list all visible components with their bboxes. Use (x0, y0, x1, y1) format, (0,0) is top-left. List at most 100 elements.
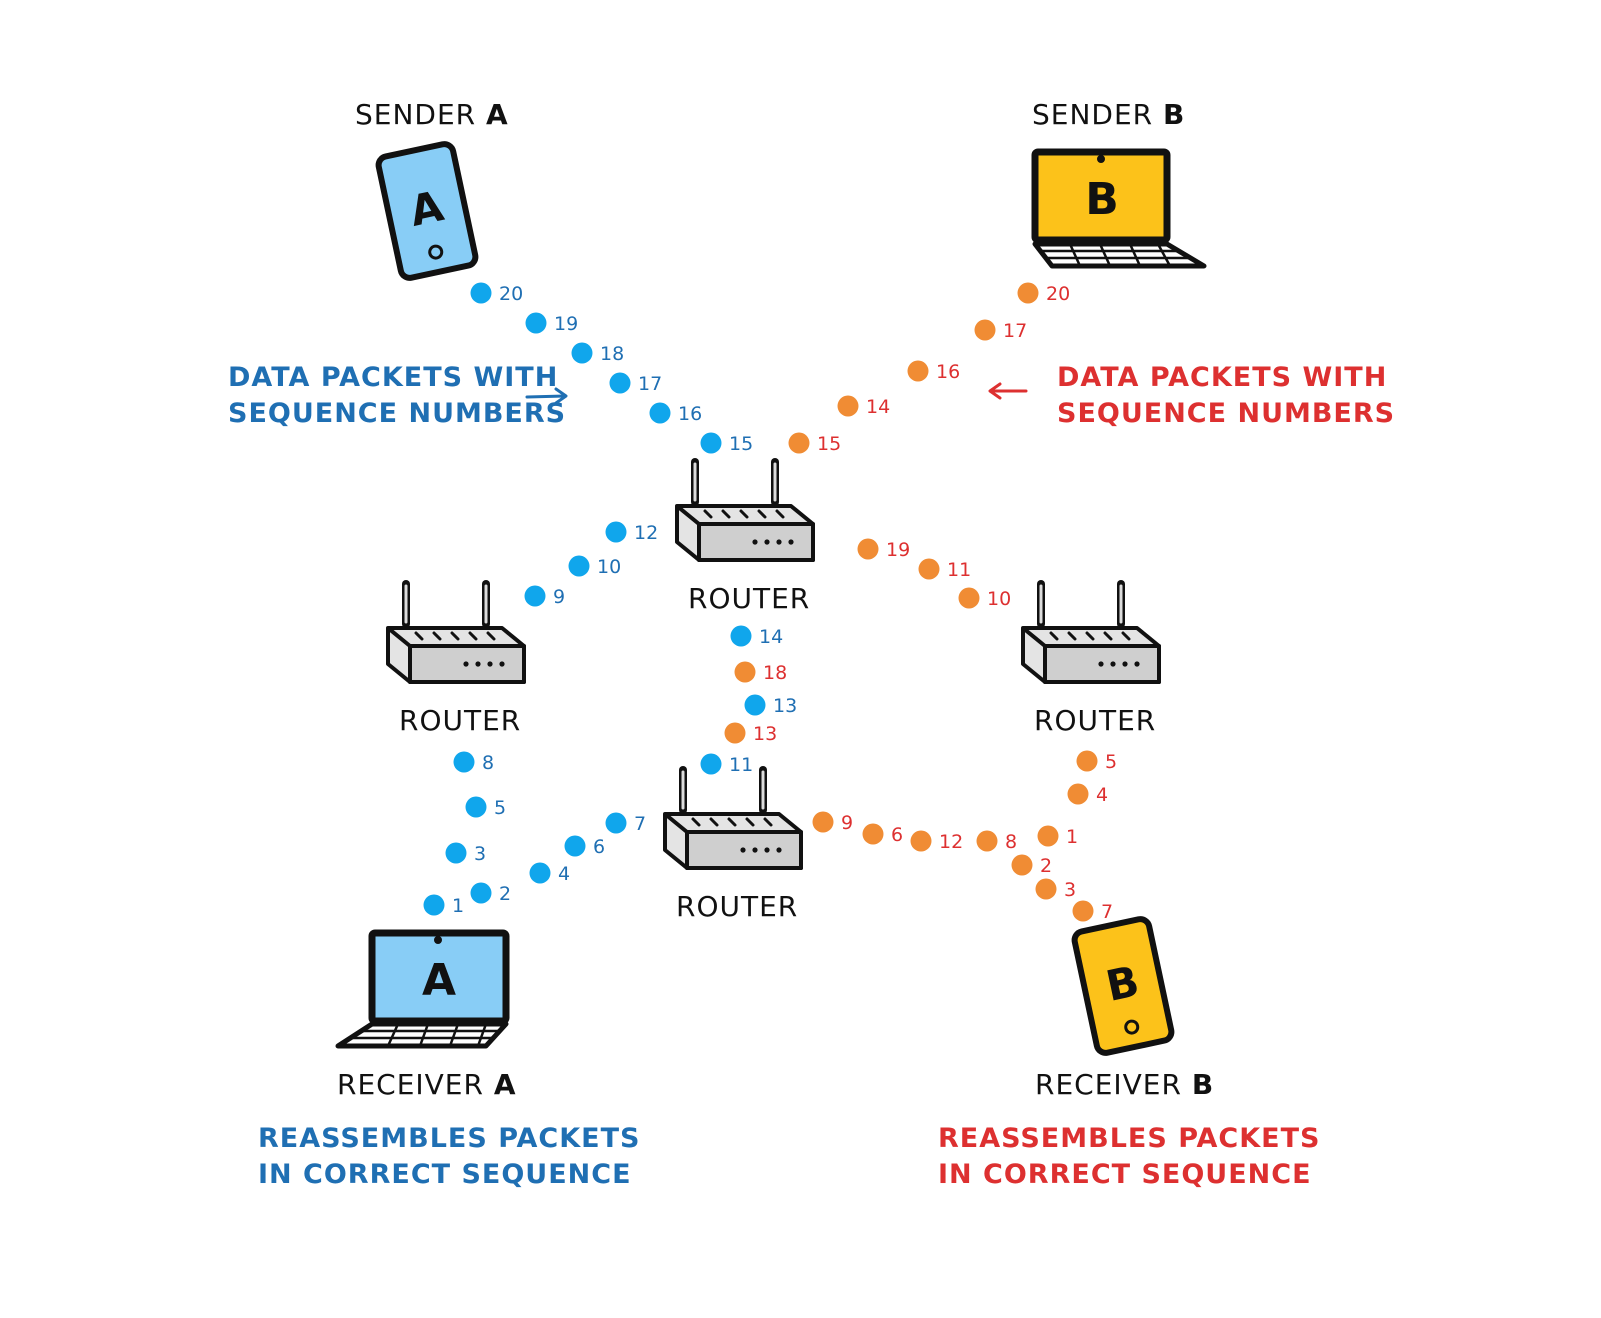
blue-packet-number: 3 (474, 843, 486, 865)
blue-packet-dot (605, 812, 627, 834)
orange-packet-number: 12 (939, 831, 963, 853)
orange-packet-dot (837, 395, 859, 417)
blue-packet-dot (571, 342, 593, 364)
blue-packet-dot (568, 555, 590, 577)
router-left-icon (388, 584, 524, 682)
blue-packet-number: 20 (499, 283, 523, 305)
blue-packet-number: 12 (634, 522, 658, 544)
sender-b-label: SENDER B (1032, 98, 1186, 131)
blue-packet-number: 19 (554, 313, 578, 335)
sender-a-phone-icon: A (375, 141, 479, 281)
receiver-a-label: RECEIVER A (337, 1068, 517, 1101)
left-note-arrow-icon (525, 387, 568, 405)
blue-packet-number: 14 (759, 626, 783, 648)
blue-packet-dot (605, 521, 627, 543)
blue-packet-number: 7 (634, 813, 646, 835)
orange-packet-dot (958, 587, 980, 609)
orange-packet-dot (1017, 282, 1039, 304)
orange-packet-number: 17 (1003, 320, 1027, 342)
orange-packet-number: 14 (866, 396, 890, 418)
blue-packet-dot (423, 894, 445, 916)
orange-packet-dot (857, 538, 879, 560)
orange-packet-number: 6 (891, 824, 903, 846)
orange-packet-number: 9 (841, 812, 853, 834)
blue-packet-number: 4 (558, 863, 570, 885)
receiver-a-note: REASSEMBLES PACKETS IN CORRECT SEQUENCE (258, 1123, 641, 1190)
blue-packet-number: 6 (593, 836, 605, 858)
orange-packet-number: 8 (1005, 831, 1017, 853)
blue-packet-number: 11 (729, 754, 753, 776)
right-packets-note: DATA PACKETS WITH SEQUENCE NUMBERS (1057, 362, 1396, 429)
blue-packet-number: 8 (482, 752, 494, 774)
router-bottom-label: ROUTER (676, 890, 799, 923)
orange-packet-dot (1011, 854, 1033, 876)
router-top-icon (677, 462, 813, 560)
orange-packet-dot (1035, 878, 1057, 900)
blue-packet-dot (609, 372, 631, 394)
blue-packet-number: 18 (600, 343, 624, 365)
blue-packet-dot (525, 312, 547, 334)
blue-packet-dot (453, 751, 475, 773)
blue-packet-dot (470, 282, 492, 304)
orange-packet-number: 10 (987, 588, 1011, 610)
sender-a-label: SENDER A (355, 98, 509, 131)
orange-packet-number: 15 (817, 433, 841, 455)
orange-packet-dot (1076, 750, 1098, 772)
orange-packet-dot (907, 360, 929, 382)
blue-packet-number: 10 (597, 556, 621, 578)
blue-packet-dot (649, 402, 671, 424)
orange-packet-number: 7 (1101, 901, 1113, 923)
router-right-icon (1023, 584, 1159, 682)
orange-packet-dot (918, 558, 940, 580)
orange-packet-dot (724, 722, 746, 744)
router-top-label: ROUTER (688, 582, 811, 615)
orange-packet-dot (788, 432, 810, 454)
orange-packet-number: 5 (1105, 751, 1117, 773)
orange-packet-dot (974, 319, 996, 341)
receiver-b-phone-icon: B (1071, 916, 1175, 1056)
router-bottom-icon (665, 770, 801, 868)
blue-packet-number: 2 (499, 883, 511, 905)
blue-packet-number: 15 (729, 433, 753, 455)
orange-packet-number: 3 (1064, 879, 1076, 901)
right-note-arrow-icon (988, 382, 1028, 400)
blue-packet-number: 16 (678, 403, 702, 425)
blue-packet-dot (700, 753, 722, 775)
orange-packet-number: 1 (1066, 826, 1078, 848)
blue-packet-dot (744, 694, 766, 716)
blue-packet-dot (524, 585, 546, 607)
blue-packet-number: 9 (553, 586, 565, 608)
orange-packet-number: 16 (936, 361, 960, 383)
receiver-a-laptop-letter: A (422, 955, 456, 1006)
blue-packet-dot (465, 796, 487, 818)
orange-packet-dot (734, 661, 756, 683)
orange-packet-number: 2 (1040, 855, 1052, 877)
sender-b-laptop-letter: B (1085, 174, 1119, 225)
blue-packet-number: 1 (452, 895, 464, 917)
orange-packet-number: 18 (763, 662, 787, 684)
orange-packet-number: 20 (1046, 283, 1070, 305)
orange-packet-number: 19 (886, 539, 910, 561)
orange-packet-dot (1037, 825, 1059, 847)
receiver-b-label: RECEIVER B (1035, 1068, 1215, 1101)
blue-packet-number: 13 (773, 695, 797, 717)
orange-packet-dot (1067, 783, 1089, 805)
sender-b-laptop-icon: B (1031, 148, 1207, 269)
blue-packet-dot (470, 882, 492, 904)
orange-packet-number: 11 (947, 559, 971, 581)
blue-packet-dot (700, 432, 722, 454)
orange-packet-number: 13 (753, 723, 777, 745)
receiver-b-note: REASSEMBLES PACKETS IN CORRECT SEQUENCE (938, 1123, 1321, 1190)
blue-packet-number: 17 (638, 373, 662, 395)
orange-packet-dot (862, 823, 884, 845)
orange-packet-dot (910, 830, 932, 852)
blue-packet-dot (445, 842, 467, 864)
orange-packet-dot (1072, 900, 1094, 922)
router-left-label: ROUTER (399, 704, 522, 737)
blue-packet-number: 5 (494, 797, 506, 819)
left-packets-note: DATA PACKETS WITH SEQUENCE NUMBERS (228, 362, 567, 429)
router-right-label: ROUTER (1034, 704, 1157, 737)
blue-packet-dot (564, 835, 586, 857)
receiver-a-laptop-icon: A (335, 929, 510, 1049)
